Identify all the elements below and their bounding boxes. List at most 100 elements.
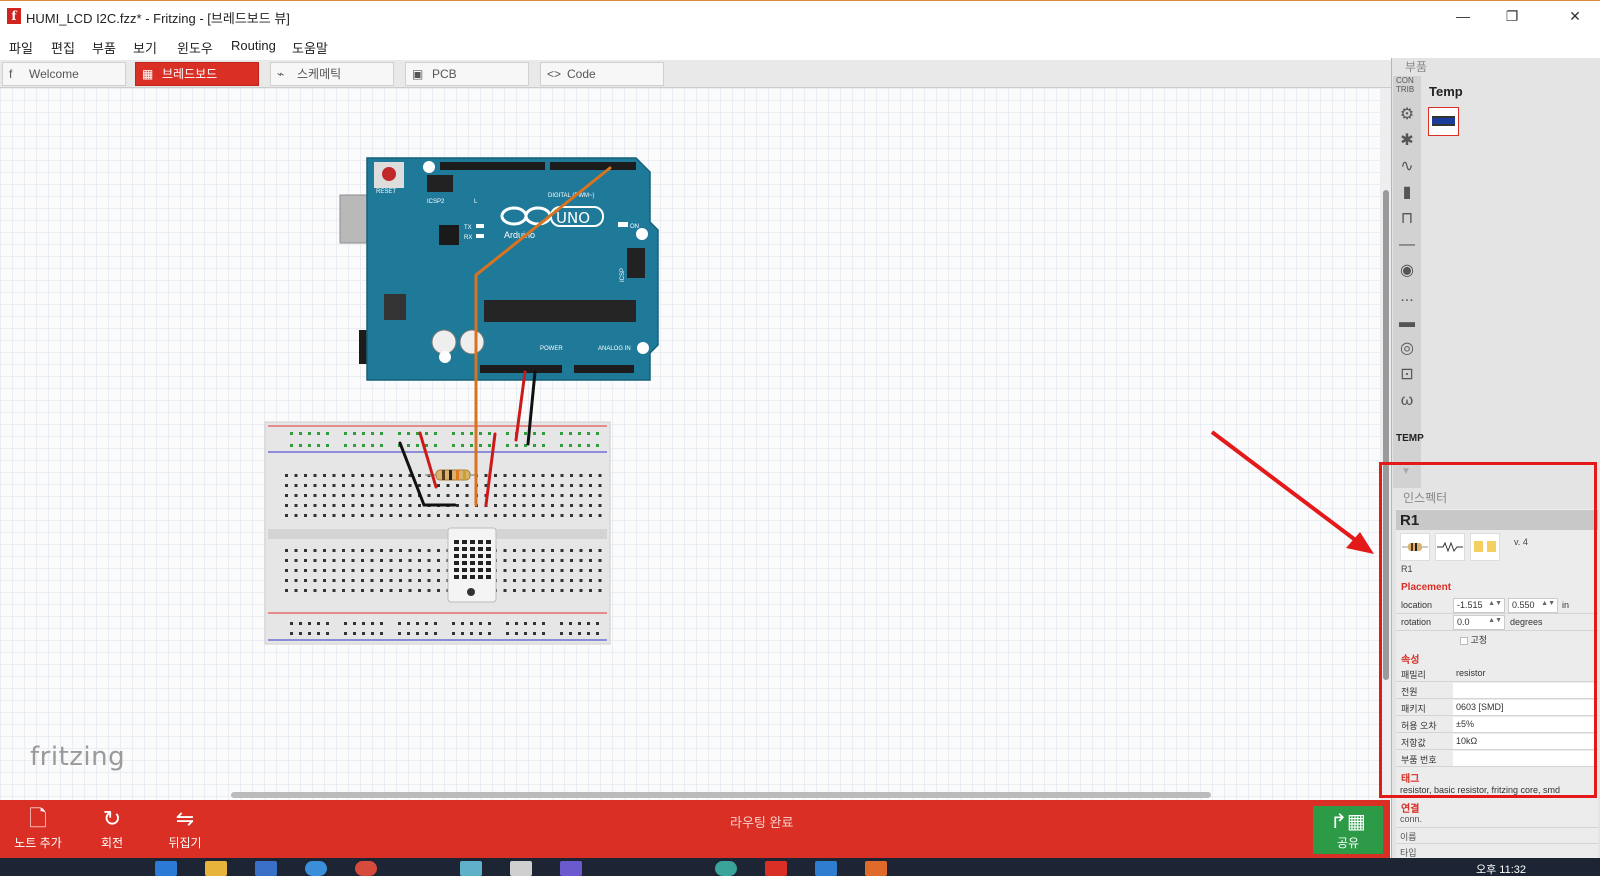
- add-note-button[interactable]: 🗋 노트 추가: [8, 806, 68, 851]
- bin-wave-icon[interactable]: ∿: [1400, 158, 1414, 175]
- menu-window[interactable]: 윈도우: [177, 41, 213, 56]
- menu-part[interactable]: 부품: [92, 41, 116, 56]
- rotation-label: rotation: [1401, 617, 1432, 627]
- tab-code[interactable]: <> Code: [540, 62, 664, 86]
- dht-humidity-sensor[interactable]: [447, 527, 497, 603]
- power-input[interactable]: [1453, 683, 1596, 698]
- share-label: 공유: [1336, 836, 1360, 850]
- connections-section-title: 연결: [1401, 804, 1420, 815]
- add-note-icon: 🗋: [29, 806, 47, 831]
- taskbar-fritzing-icon[interactable]: [765, 861, 787, 876]
- menu-routing[interactable]: Routing: [231, 38, 276, 53]
- bin-scroll-down-icon[interactable]: ▼: [1401, 466, 1411, 477]
- taskbar-vscode-icon[interactable]: [815, 861, 837, 876]
- power-label: POWER: [540, 346, 563, 352]
- breadboard-canvas[interactable]: [0, 88, 1386, 800]
- annotation-arrow: [1210, 430, 1374, 554]
- canvas-horizontal-scroll-thumb[interactable]: [231, 792, 1211, 798]
- connection-type-row: 타입: [1400, 848, 1417, 858]
- location-y-input[interactable]: 0.550▲▼: [1508, 598, 1558, 613]
- tx-label: TX: [464, 225, 472, 231]
- properties-section-title: 속성: [1401, 655, 1420, 666]
- tab-label: Welcome: [29, 67, 79, 81]
- arduino-brand-label: Arduino: [504, 230, 535, 240]
- inspector-panel-title: 인스펙터: [1403, 491, 1448, 505]
- instance-title[interactable]: R1: [1401, 564, 1413, 574]
- tags-text: resistor, basic resistor, fritzing core,…: [1400, 785, 1561, 795]
- share-button[interactable]: ↱▦ 공유: [1313, 806, 1383, 854]
- tab-breadboard[interactable]: ▦ 브레드보드: [135, 62, 259, 86]
- restore-button[interactable]: ❐: [1505, 8, 1519, 24]
- taskbar-clock: 오후 11:32: [1476, 864, 1527, 876]
- taskbar-browser-icon[interactable]: [305, 861, 327, 876]
- taskbar-edge-icon[interactable]: [155, 861, 177, 876]
- location-row: location -1.515▲▼ 0.550▲▼ in: [1396, 598, 1598, 614]
- resistance-input[interactable]: 10kΩ: [1453, 734, 1596, 749]
- wires[interactable]: [398, 166, 612, 507]
- icsp2-label: ICSP2: [427, 199, 445, 205]
- taskbar-app-icon[interactable]: [460, 861, 482, 876]
- contrib-bin-tab[interactable]: CON TRIB: [1396, 76, 1415, 94]
- bin-part-temp-sensor[interactable]: [1428, 107, 1459, 136]
- lock-label: 고정: [1470, 635, 1488, 645]
- lock-checkbox-box[interactable]: [1460, 636, 1468, 645]
- tab-schematic[interactable]: ⌁ 스케메틱: [270, 62, 394, 86]
- bin-antenna-icon[interactable]: ◎: [1400, 340, 1414, 357]
- pcb-view-thumbnail[interactable]: [1470, 533, 1500, 561]
- bin-ic-icon[interactable]: ▮: [1402, 184, 1412, 201]
- tolerance-select[interactable]: ±5%: [1453, 717, 1596, 732]
- menu-view[interactable]: 보기: [133, 41, 157, 56]
- property-row-power: 전원: [1396, 683, 1598, 699]
- taskbar-store-icon[interactable]: [255, 861, 277, 876]
- property-label: 패키지: [1401, 704, 1426, 714]
- flip-label: 뒤집기: [168, 836, 202, 850]
- package-select[interactable]: 0603 [SMD]: [1453, 700, 1596, 715]
- menu-edit[interactable]: 편집: [51, 41, 75, 56]
- property-label: 전원: [1401, 687, 1418, 697]
- tab-label: 스케메틱: [297, 67, 342, 81]
- share-icon: ↱▦: [1330, 811, 1366, 833]
- canvas-vertical-scroll-thumb[interactable]: [1383, 190, 1389, 680]
- location-unit[interactable]: in: [1562, 600, 1570, 610]
- breadboard-icon: ▦: [142, 67, 154, 81]
- tab-welcome[interactable]: f Welcome: [2, 62, 126, 86]
- flip-button[interactable]: ⇋ 뒤집기: [155, 806, 215, 851]
- rotation-input[interactable]: 0.0▲▼: [1453, 615, 1505, 630]
- minimize-button[interactable]: —: [1456, 8, 1470, 24]
- part-version: v. 4: [1514, 537, 1528, 547]
- fritzing-f-icon: f: [9, 67, 13, 81]
- menu-help[interactable]: 도움말: [292, 41, 328, 56]
- taskbar-git-icon[interactable]: [865, 861, 887, 876]
- schematic-view-thumbnail[interactable]: [1435, 533, 1465, 561]
- lock-checkbox[interactable]: 고정: [1460, 633, 1487, 646]
- tab-pcb[interactable]: ▣ PCB: [405, 62, 529, 86]
- arduino-uno-board[interactable]: RESET ICSP2 DIGITAL (PWM~) L TX RX UNO A…: [339, 157, 659, 381]
- routing-status-text: 라우팅 완료: [730, 815, 794, 830]
- menu-file[interactable]: 파일: [9, 41, 33, 56]
- bin-omega-icon[interactable]: ω: [1400, 392, 1414, 409]
- bin-resistor-icon[interactable]: —: [1399, 236, 1415, 253]
- temp-bin-tab[interactable]: TEMP: [1396, 433, 1424, 444]
- property-row-package: 패키지 0603 [SMD]: [1396, 700, 1598, 716]
- taskbar-ime-icon[interactable]: [560, 861, 582, 876]
- rotate-button[interactable]: ↻ 회전: [82, 806, 142, 851]
- breadboard[interactable]: [264, 421, 611, 645]
- taskbar-arduino-icon[interactable]: [715, 861, 737, 876]
- taskbar-chrome-icon[interactable]: [355, 861, 377, 876]
- breadboard-view-thumbnail[interactable]: [1400, 533, 1430, 561]
- bin-chip-icon[interactable]: ▬: [1399, 314, 1415, 331]
- part-number-input[interactable]: [1453, 751, 1596, 766]
- close-button[interactable]: ✕: [1569, 8, 1581, 24]
- bin-motor-icon[interactable]: ⊡: [1400, 366, 1414, 383]
- taskbar-notes-icon[interactable]: [510, 861, 532, 876]
- rotate-label: 회전: [100, 836, 124, 850]
- menu-bar: [0, 32, 1600, 58]
- bin-pulse-icon[interactable]: ⊓: [1400, 210, 1414, 227]
- bin-core-icon[interactable]: ⚙: [1399, 106, 1415, 123]
- bin-more-icon[interactable]: ...: [1400, 288, 1414, 305]
- bin-mine-icon[interactable]: ✱: [1400, 132, 1414, 149]
- taskbar-folder-icon[interactable]: [205, 861, 227, 876]
- bin-button-icon[interactable]: ◉: [1400, 262, 1414, 279]
- location-x-input[interactable]: -1.515▲▼: [1453, 598, 1505, 613]
